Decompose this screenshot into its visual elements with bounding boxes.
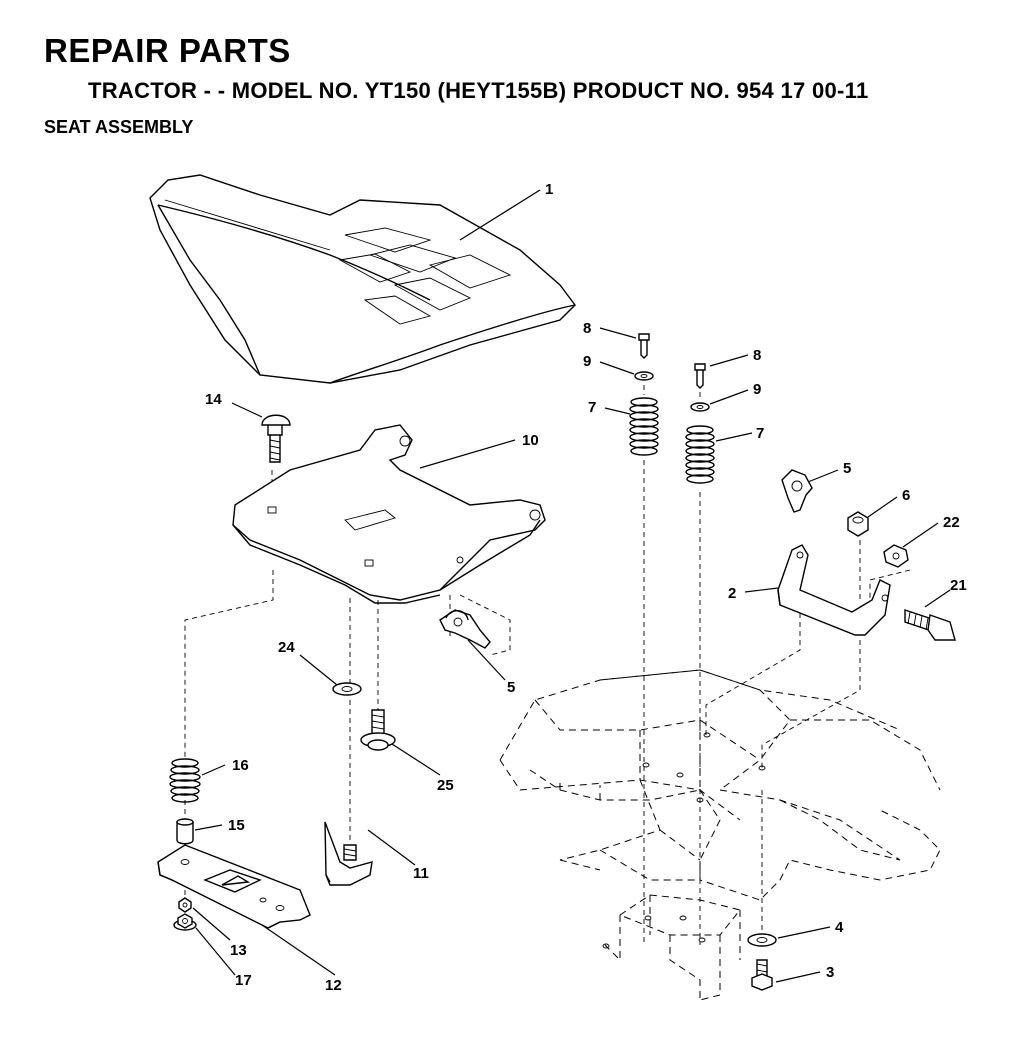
washer-24 (332, 682, 362, 696)
bolt-25 (360, 709, 396, 751)
nut-6 (847, 511, 869, 537)
callout-21: 21 (950, 577, 967, 594)
spring-16 (169, 758, 201, 803)
callout-11: 11 (413, 865, 429, 882)
seat-pan (232, 424, 546, 604)
spring-7-right (685, 425, 715, 484)
carriage-bolt (261, 414, 291, 463)
page-title: REPAIR PARTS (44, 32, 291, 69)
model-subtitle: TRACTOR - - MODEL NO. YT150 (HEYT155B) P… (88, 78, 869, 103)
callout-22: 22 (943, 514, 960, 531)
nut-22 (883, 544, 909, 568)
washer-9-right (690, 402, 710, 412)
callout-13: 13 (230, 942, 247, 959)
callout-7-left: 7 (588, 399, 596, 416)
spring-7-left (629, 397, 659, 456)
callout-24: 24 (278, 639, 295, 656)
washer-4 (747, 933, 777, 947)
callout-10: 10 (522, 432, 539, 449)
spacer-15 (176, 818, 194, 845)
callout-4: 4 (835, 919, 844, 936)
nut-17 (173, 913, 197, 931)
slide-plate (157, 844, 311, 929)
seat (149, 174, 576, 384)
callout-3: 3 (826, 964, 834, 981)
clip-upper (781, 469, 813, 513)
bolt-3 (751, 959, 773, 991)
callout-1: 1 (545, 181, 553, 198)
section-title: SEAT ASSEMBLY (44, 117, 194, 137)
clip-lower (439, 609, 491, 649)
screw-8-right (694, 363, 706, 389)
callout-5-lower: 5 (507, 679, 515, 696)
callout-6: 6 (902, 487, 910, 504)
leader-lines (192, 189, 951, 983)
callout-8-right: 8 (753, 347, 761, 364)
knob-11 (324, 821, 373, 886)
screw-8-left (638, 333, 650, 359)
callout-14: 14 (205, 391, 222, 408)
callout-5-upper: 5 (843, 460, 851, 477)
callout-12: 12 (325, 977, 342, 994)
callout-16: 16 (232, 757, 249, 774)
callout-25: 25 (437, 777, 454, 794)
callout-8-left: 8 (583, 320, 591, 337)
nut-13 (178, 897, 192, 913)
callout-7-right: 7 (756, 425, 764, 442)
bracket-2 (777, 544, 891, 636)
callout-labels: 1 10 14 8 9 7 8 9 7 5 6 22 21 2 5 24 25 … (205, 181, 967, 994)
callout-9-right: 9 (753, 381, 761, 398)
callout-2: 2 (728, 585, 736, 602)
washer-9-left (634, 371, 654, 381)
tractor-frame (499, 669, 941, 1001)
callout-9-left: 9 (583, 353, 591, 370)
callout-15: 15 (228, 817, 245, 834)
bolt-21 (904, 609, 956, 641)
callout-17: 17 (235, 972, 252, 989)
